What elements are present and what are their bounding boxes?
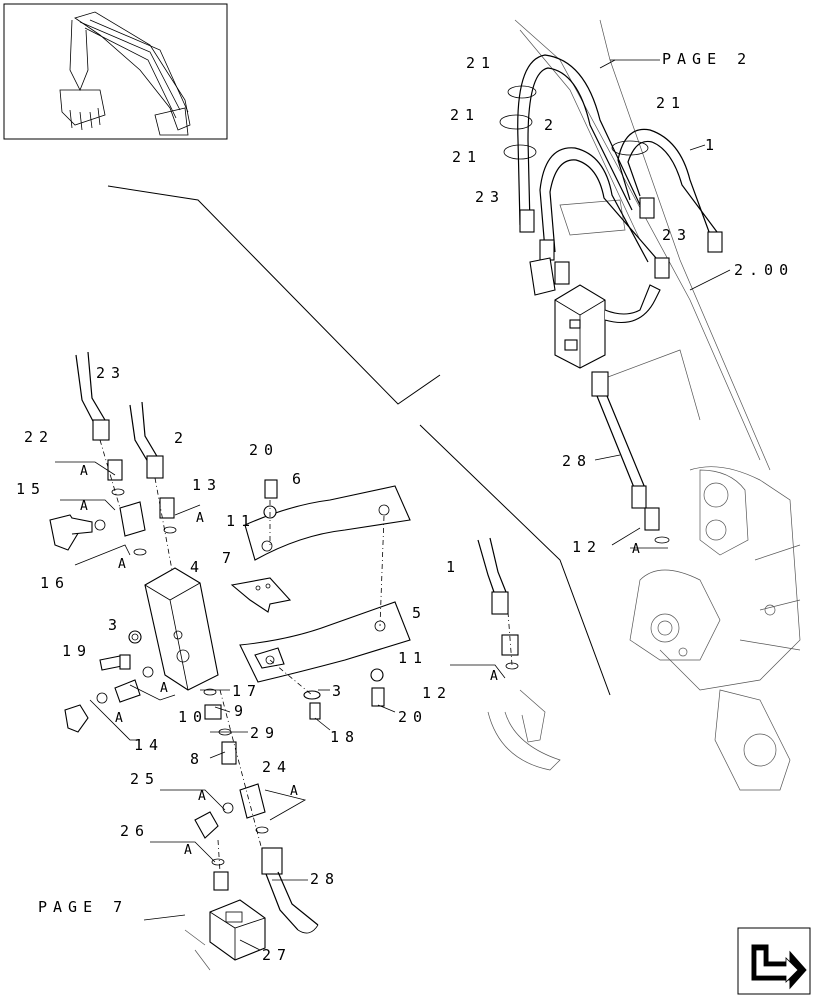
callout-5: 5 [412, 604, 427, 622]
callout-19: 19 [62, 642, 92, 660]
detail-marker-a: A [290, 784, 298, 799]
callout-29: 29 [250, 724, 280, 742]
callout-20: 20 [398, 708, 428, 726]
callout-4: 4 [190, 558, 205, 576]
callout-1: 1 [446, 558, 461, 576]
detail-marker-a: A [490, 669, 498, 684]
callout-18: 18 [330, 728, 360, 746]
callout-15: 15 [16, 480, 46, 498]
detail-marker-a: A [118, 557, 126, 572]
exploded-parts [49, 351, 561, 971]
callout-7: 7 [222, 549, 237, 567]
callout-22: 22 [24, 428, 54, 446]
callout-2: 2 [544, 116, 559, 134]
section-2-00-reference: 2.00 [734, 261, 794, 279]
callout-24: 24 [262, 758, 292, 776]
callout-20: 20 [249, 441, 279, 459]
page-turn-arrow-icon[interactable] [737, 927, 811, 995]
excavator-thumbnail [3, 3, 228, 140]
page-2-reference: PAGE 2 [662, 50, 752, 68]
callout-28: 28 [562, 452, 592, 470]
callout-21: 21 [656, 94, 686, 112]
callout-10: 10 [178, 708, 208, 726]
callout-12: 12 [572, 538, 602, 556]
callout-16: 16 [40, 574, 70, 592]
callout-27: 27 [262, 946, 292, 964]
detail-marker-a: A [80, 499, 88, 514]
callout-11: 11 [226, 512, 256, 530]
callout-23: 23 [475, 188, 505, 206]
callout-8: 8 [190, 750, 205, 768]
callout-26: 26 [120, 822, 150, 840]
installed-hose-assembly [499, 54, 723, 544]
callout-28: 28 [310, 870, 340, 888]
callout-25: 25 [130, 770, 160, 788]
detail-marker-a: A [632, 542, 640, 557]
callout-12: 12 [422, 684, 452, 702]
detail-marker-a: A [80, 464, 88, 479]
callout-3: 3 [108, 616, 123, 634]
callout-21: 21 [450, 106, 480, 124]
callout-6: 6 [292, 470, 307, 488]
callout-21: 21 [466, 54, 496, 72]
page-7-reference: PAGE 7 [38, 898, 128, 916]
detail-marker-a: A [196, 511, 204, 526]
detail-marker-a: A [160, 681, 168, 696]
callout-17: 17 [232, 682, 262, 700]
callout-11: 11 [398, 649, 428, 667]
detail-marker-a: A [115, 711, 123, 726]
callout-13: 13 [192, 476, 222, 494]
callout-21: 21 [452, 148, 482, 166]
callout-14: 14 [134, 736, 164, 754]
callout-labels: PAGE 2 2.00 PAGE 7 21 21 21 21 2 1 23 23… [16, 50, 794, 964]
callout-2: 2 [174, 429, 189, 447]
callout-9: 9 [234, 702, 249, 720]
detail-marker-a: A [198, 789, 206, 804]
callout-3: 3 [332, 682, 347, 700]
callout-1: 1 [705, 136, 720, 154]
detail-marker-a: A [184, 843, 192, 858]
callout-23: 23 [662, 226, 692, 244]
callout-23: 23 [96, 364, 126, 382]
boom-arm-outline [514, 19, 801, 791]
